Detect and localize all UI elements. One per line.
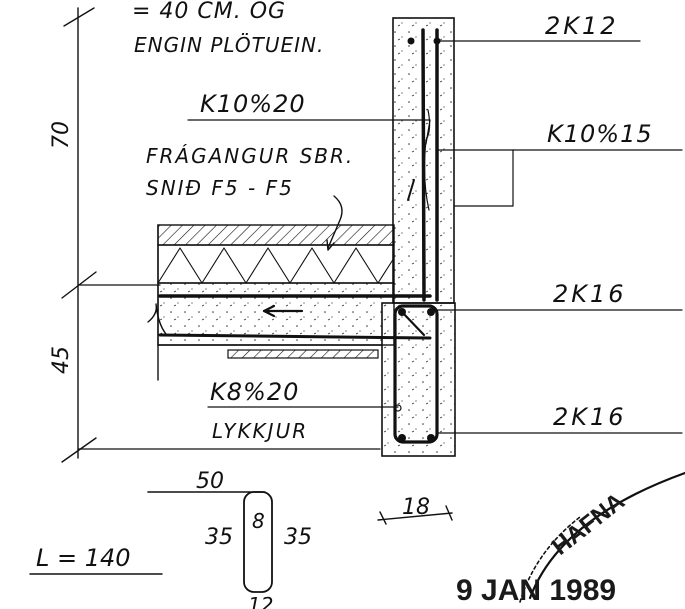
note-line-1: = 40 CM. OG	[132, 0, 286, 24]
floor-slab	[147, 224, 432, 381]
label-middle-bars: 2K16	[553, 280, 627, 308]
dimension-loop-right: 35	[284, 525, 312, 550]
wall-section	[392, 17, 514, 304]
beam-section	[381, 302, 456, 457]
note-fragangur-1: FRÁGANGUR SBR.	[146, 144, 354, 168]
stamp-date: 9 JAN 1989	[456, 574, 616, 607]
dimension-loop-inner: 8	[252, 509, 265, 533]
dimension-hook-width: 50	[196, 469, 224, 494]
dimension-loop-bottom: 12	[248, 593, 273, 609]
note-fragangur-2: SNIÐ F5 - F5	[146, 176, 294, 200]
date-stamp: HAFNA 9 JAN 1989	[456, 471, 685, 607]
label-lykkjur: LYKKJUR	[212, 419, 308, 443]
label-loop-bars: K8%20	[210, 378, 299, 406]
dimension-upper: 70	[49, 121, 74, 149]
bending-schedule	[29, 491, 453, 593]
label-wall-stirrups-right: K10%15	[547, 120, 653, 148]
dimension-lower: 45	[49, 346, 74, 374]
stamp-text: HAFNA	[547, 488, 630, 561]
vertical-dimension	[61, 7, 381, 463]
dimension-loop-left: 35	[205, 525, 233, 550]
dimension-length: L = 140	[36, 544, 131, 572]
label-wall-stirrups-left: K10%20	[200, 90, 306, 118]
label-top-bars: 2K12	[545, 12, 619, 40]
note-line-2: ENGIN PLÖTUEIN.	[134, 33, 324, 57]
leader-lines	[187, 40, 683, 434]
dimension-cover: 18	[402, 495, 430, 520]
label-bottom-bars: 2K16	[553, 403, 627, 431]
